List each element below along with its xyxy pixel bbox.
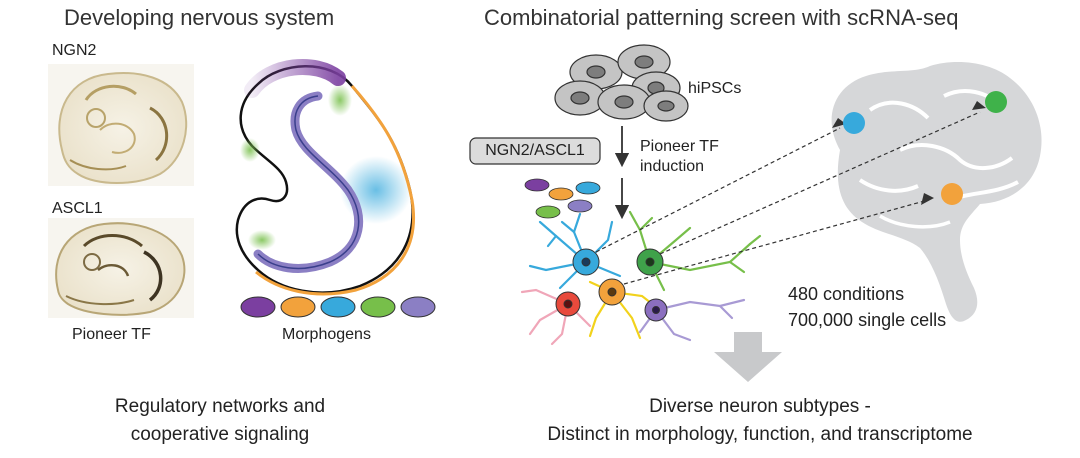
neuron-population (520, 210, 762, 346)
left-bottom-line-2: cooperative signaling (130, 424, 310, 445)
pioneer-tf-label: Pioneer TF (72, 326, 151, 343)
morphogen-combination (524, 178, 601, 219)
embryo-schematic (235, 59, 415, 296)
morphogen-orange (280, 296, 316, 318)
brain-illustration (831, 62, 1042, 322)
mapping-lines (595, 111, 981, 285)
mapping-arrowheads (832, 101, 986, 205)
right-bottom-line-2: Distinct in morphology, function, and tr… (547, 424, 973, 445)
left-bottom-line-1: Regulatory networks and (114, 396, 326, 417)
ngn2-label: NGN2 (52, 42, 97, 59)
induction-label-2: induction (640, 158, 705, 175)
left-title: Developing nervous system (64, 5, 335, 30)
neuron-blue (528, 212, 622, 290)
mapping-line-orange (623, 199, 929, 285)
induction-label-1: Pioneer TF (640, 138, 719, 155)
morphogens-label: Morphogens (282, 326, 371, 343)
morphogen-purple (240, 296, 276, 318)
right-title: Combinatorial patterning screen with scR… (484, 5, 959, 30)
right-bottom-line-1: Diverse neuron subtypes - (649, 396, 871, 417)
mapping-line-green (659, 111, 981, 255)
tf-box (469, 137, 601, 165)
mapping-line-blue (595, 127, 841, 253)
morphogen-swatches (240, 296, 436, 318)
ngn2-embryo-image (48, 64, 194, 186)
morphogen-green (360, 296, 396, 318)
morphogen-blue (320, 296, 356, 318)
tf-box-label: NGN2/ASCL1 (485, 142, 585, 159)
hipsc-cluster (554, 44, 689, 122)
neuron-somas (555, 248, 668, 322)
brain-region-blue-marker (843, 112, 865, 134)
ascl1-label: ASCL1 (52, 200, 103, 217)
hipscs-label: hiPSCs (688, 80, 742, 97)
stat-conditions: 480 conditions (788, 284, 905, 304)
stat-single-cells: 700,000 single cells (788, 310, 947, 330)
result-arrow (714, 332, 782, 382)
ascl1-embryo-image (48, 218, 194, 318)
neuron-pink (520, 288, 592, 346)
morphogen-lavender (400, 296, 436, 318)
brain-region-orange-marker (941, 183, 963, 205)
brain-region-green-marker (985, 91, 1007, 113)
